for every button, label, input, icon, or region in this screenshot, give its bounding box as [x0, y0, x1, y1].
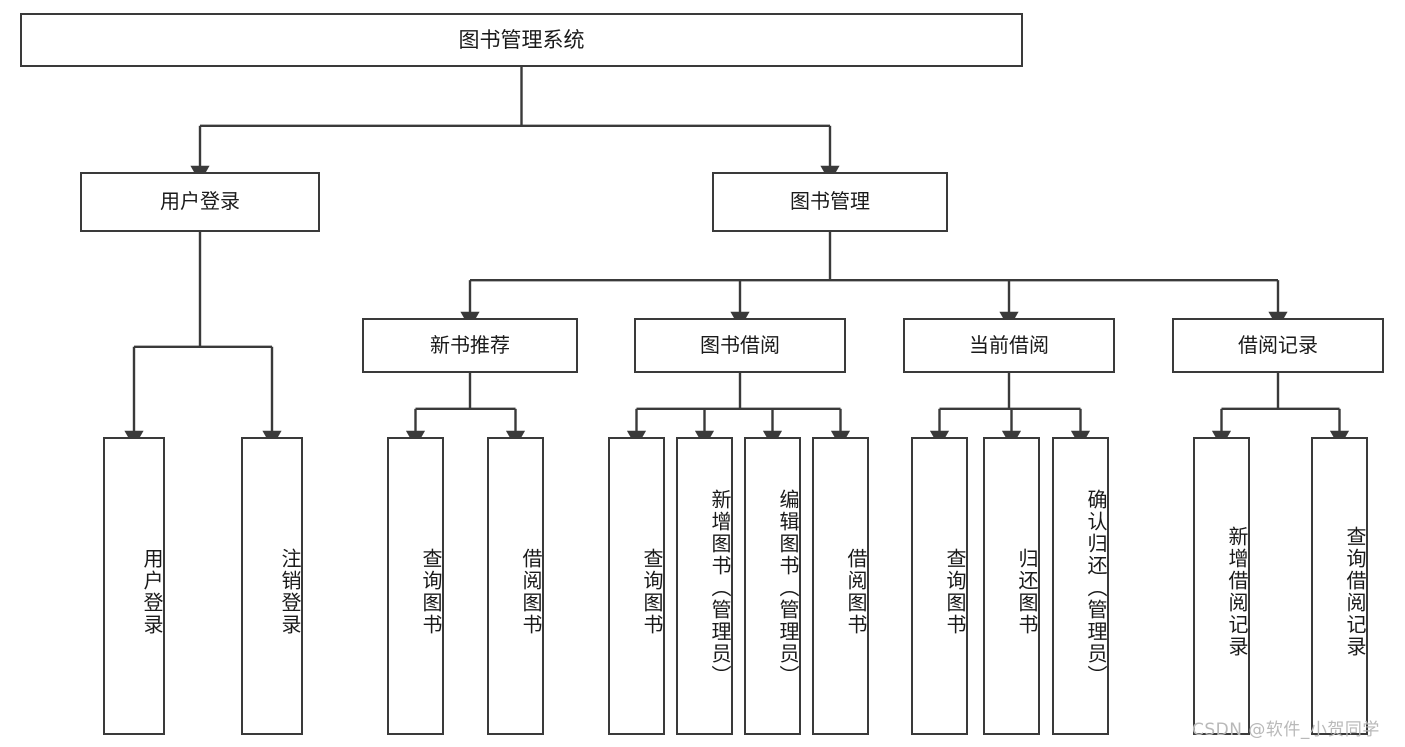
- node-leaf-query-book-2[interactable]: 查询图书: [608, 437, 665, 735]
- node-label: 查询图书: [640, 548, 664, 636]
- node-label: 归还图书: [1015, 548, 1039, 636]
- node-label: 确认归还（管理员）: [1084, 489, 1108, 687]
- node-leaf-return-book[interactable]: 归还图书: [983, 437, 1040, 735]
- node-label: 用户登录: [140, 548, 164, 636]
- node-label: 图书借阅: [700, 332, 780, 357]
- node-leaf-confirm-return[interactable]: 确认归还（管理员）: [1052, 437, 1109, 735]
- node-label: 图书管理系统: [458, 27, 585, 52]
- node-label: 当前借阅: [969, 332, 1049, 357]
- node-label: 借阅图书: [844, 548, 868, 636]
- node-label: 新书推荐: [430, 332, 510, 357]
- node-leaf-query-book-3[interactable]: 查询图书: [911, 437, 968, 735]
- node-leaf-edit-book[interactable]: 编辑图书（管理员）: [744, 437, 801, 735]
- node-leaf-query-record[interactable]: 查询借阅记录: [1311, 437, 1368, 735]
- node-leaf-add-record[interactable]: 新增借阅记录: [1193, 437, 1250, 735]
- node-leaf-borrow-book-1[interactable]: 借阅图书: [487, 437, 544, 735]
- node-user-login[interactable]: 用户登录: [80, 172, 320, 232]
- node-label: 借阅记录: [1238, 332, 1318, 357]
- node-label: 查询图书: [419, 548, 443, 636]
- watermark-text: CSDN @软件_小贺同学: [1192, 720, 1380, 740]
- node-label: 图书管理: [790, 189, 870, 214]
- node-label: 借阅图书: [519, 548, 543, 636]
- node-root[interactable]: 图书管理系统: [20, 13, 1023, 67]
- node-borrow-record[interactable]: 借阅记录: [1172, 318, 1384, 373]
- node-book-manage[interactable]: 图书管理: [712, 172, 948, 232]
- node-label: 查询借阅记录: [1343, 526, 1367, 658]
- node-current-borrow[interactable]: 当前借阅: [903, 318, 1115, 373]
- node-label: 用户登录: [160, 189, 240, 214]
- node-label: 新增借阅记录: [1225, 526, 1249, 658]
- node-leaf-user-logout[interactable]: 注销登录: [241, 437, 303, 735]
- node-leaf-add-book[interactable]: 新增图书（管理员）: [676, 437, 733, 735]
- node-new-book-rec[interactable]: 新书推荐: [362, 318, 578, 373]
- node-leaf-borrow-book-2[interactable]: 借阅图书: [812, 437, 869, 735]
- node-leaf-user-login[interactable]: 用户登录: [103, 437, 165, 735]
- node-label: 查询图书: [943, 548, 967, 636]
- node-label: 编辑图书（管理员）: [776, 489, 800, 687]
- node-book-borrow[interactable]: 图书借阅: [634, 318, 846, 373]
- node-label: 注销登录: [278, 548, 302, 636]
- node-leaf-query-book-1[interactable]: 查询图书: [387, 437, 444, 735]
- node-label: 新增图书（管理员）: [708, 489, 732, 687]
